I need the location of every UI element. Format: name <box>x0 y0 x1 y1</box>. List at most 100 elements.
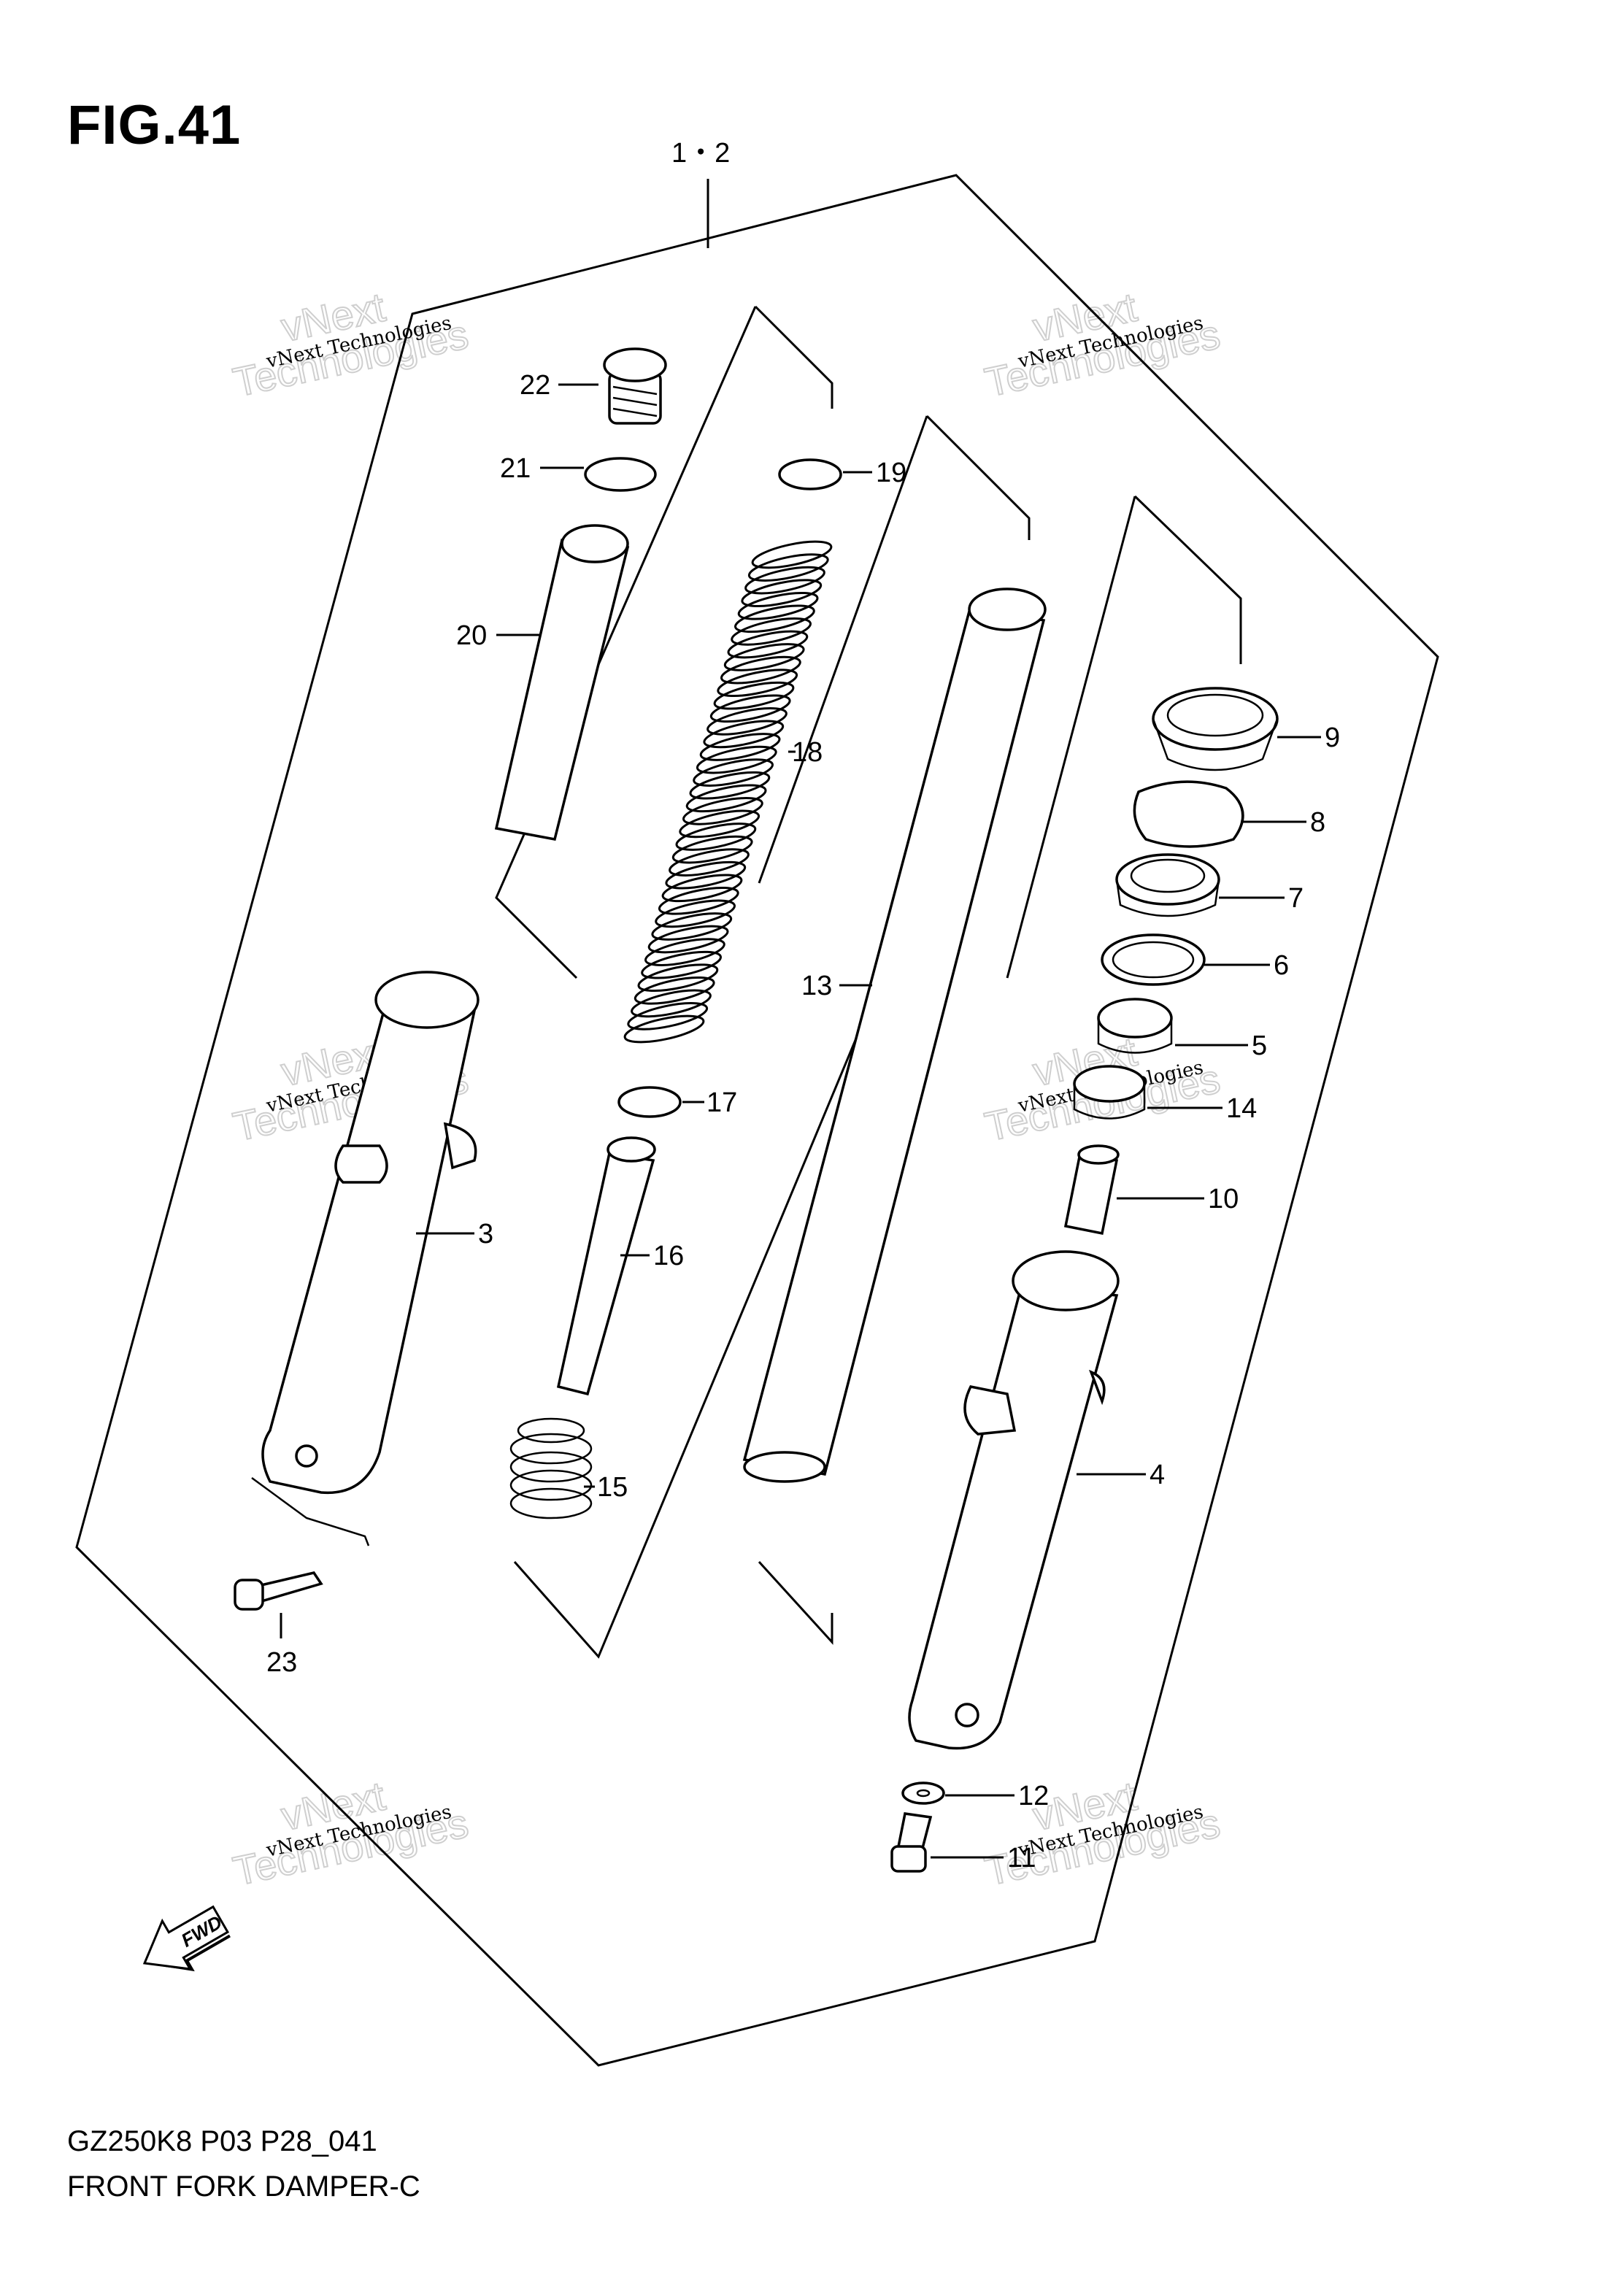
callout-3: 3 <box>478 1219 493 1249</box>
subframe-spring-left <box>495 306 757 979</box>
diagram-caption: FRONT FORK DAMPER-C <box>67 2170 420 2203</box>
spring-coil <box>647 925 729 954</box>
callout-11: 11 <box>1007 1843 1036 1873</box>
subframe-rod <box>513 868 928 1659</box>
part-5-guide-metal <box>1097 998 1173 1054</box>
spring-coil <box>703 720 785 749</box>
spring-coil <box>651 912 733 941</box>
callout-7: 7 <box>1288 883 1304 914</box>
spring-coil <box>637 963 719 993</box>
spring-coil <box>627 1002 709 1030</box>
spring-coil <box>689 771 771 800</box>
part-8-stopper-ring <box>1133 780 1244 848</box>
spring-coil <box>682 797 763 825</box>
subframe-spring <box>754 305 833 409</box>
callout-6: 6 <box>1274 950 1289 981</box>
assembly-ref-label: 1・2 <box>671 138 730 169</box>
spring-coil <box>669 848 750 877</box>
part-9-dust-seal <box>1152 687 1279 771</box>
spring-coil <box>661 874 743 903</box>
callout-17: 17 <box>706 1087 737 1118</box>
callout-22: 22 <box>520 370 550 401</box>
spring-coil <box>685 784 767 813</box>
model-code: GZ250K8 P03 P28_041 <box>67 2125 377 2157</box>
part-20-spacer <box>494 524 630 841</box>
spring-coil <box>751 540 833 569</box>
callout-9: 9 <box>1325 723 1340 753</box>
subframe-seals-left <box>1006 496 1136 979</box>
part-18-fork-spring <box>623 540 833 1044</box>
watermark-bottom-left: vNext Technologies vNext Technologies <box>228 1772 473 1895</box>
part-15-damper-rod <box>556 1136 656 1396</box>
callout-20: 20 <box>456 620 487 651</box>
spring-coil <box>741 579 823 608</box>
spring-coil <box>675 823 757 851</box>
callout-18: 18 <box>792 737 823 768</box>
spring-coil <box>644 938 725 966</box>
spring-coil <box>641 950 722 979</box>
spring-coil <box>665 860 747 890</box>
spring-coil <box>737 591 819 620</box>
spring-coil <box>658 886 739 915</box>
callout-16: 15 <box>597 1472 628 1503</box>
callout-21: 21 <box>500 453 531 484</box>
bolt-23-path <box>251 1476 370 1546</box>
spring-coil <box>696 745 777 774</box>
spring-coil <box>655 899 736 928</box>
subframe-tube-left <box>758 415 928 884</box>
part-11-bolt <box>890 1812 933 1873</box>
spring-coil <box>734 604 815 633</box>
callout-23: 23 <box>266 1647 297 1678</box>
spring-coil <box>706 707 788 736</box>
spring-coil <box>699 733 781 761</box>
part-16-rebound-spring <box>509 1417 593 1519</box>
part-4-outer-tube-right <box>908 1250 1120 1750</box>
spring-coil <box>723 643 805 671</box>
spring-coil <box>634 976 715 1005</box>
figure-title: FIG.41 <box>67 94 242 156</box>
watermark-bottom-right: vNext Technologies vNext Technologies <box>980 1772 1225 1895</box>
spring-coil <box>717 669 798 698</box>
spring-coil <box>693 758 774 787</box>
callout-12: 12 <box>1018 1781 1049 1811</box>
spring-coil <box>720 655 801 685</box>
callout-10: 10 <box>1208 1184 1239 1214</box>
spring-coil <box>744 566 825 595</box>
callout-14: 14 <box>1226 1093 1257 1124</box>
spring-coil <box>623 1014 705 1044</box>
spring-coil <box>713 681 795 710</box>
subframe-tube <box>925 415 1031 540</box>
part-13-inner-tube <box>742 588 1047 1483</box>
watermark-top-right: vNext Technologies vNext Technologies <box>980 283 1225 407</box>
part-7-oil-seal <box>1115 853 1220 917</box>
spring-coil <box>731 617 812 646</box>
spring-coil <box>631 989 712 1018</box>
part-23-bolt <box>234 1571 323 1611</box>
part-19-o-ring <box>778 458 842 490</box>
callout-15: 16 <box>653 1241 684 1271</box>
subframe-tube-bottom <box>758 1560 833 1645</box>
callout-13: 13 <box>801 971 832 1001</box>
spring-coil <box>709 694 791 723</box>
part-17-o-ring <box>617 1086 682 1118</box>
part-10-oil-lock-piece <box>1063 1144 1120 1236</box>
part-6-washer <box>1101 933 1206 986</box>
part-12-washer <box>901 1781 945 1805</box>
part-22-cap-bolt <box>603 347 667 425</box>
callout-4: 4 <box>1150 1460 1165 1490</box>
assembly-outline <box>75 174 1439 2067</box>
part-21-o-ring <box>584 457 657 492</box>
spring-coil <box>747 553 829 582</box>
subframe-seals <box>1133 495 1242 664</box>
part-3-outer-tube-left <box>261 971 480 1495</box>
callout-19: 19 <box>876 458 906 488</box>
spring-coil <box>671 835 753 864</box>
callout-5: 5 <box>1252 1030 1267 1061</box>
fwd-arrow-icon: FWD <box>142 1905 231 1972</box>
callout-8: 8 <box>1310 807 1325 838</box>
part-14-guide-metal <box>1073 1065 1146 1120</box>
spring-coil <box>679 809 761 839</box>
watermark-top-left: vNext Technologies vNext Technologies <box>228 283 473 407</box>
